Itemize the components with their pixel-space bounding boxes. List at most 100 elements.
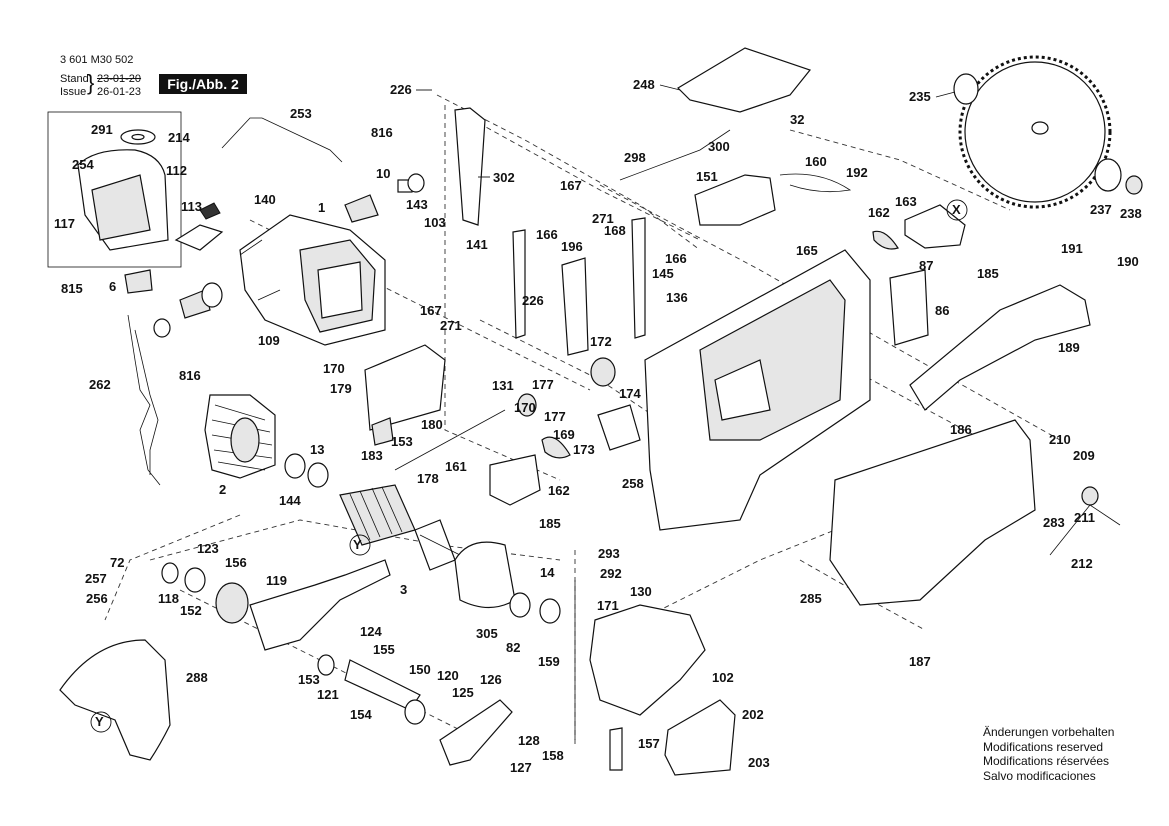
callout: 170 — [323, 361, 345, 376]
callout: 169 — [553, 427, 575, 442]
callout: 131 — [492, 378, 514, 393]
stand-label: Stand — [60, 73, 89, 85]
clamp-163 — [904, 204, 966, 249]
callout: Y — [95, 714, 104, 729]
issue-label: Issue — [60, 86, 87, 98]
saw-blade — [958, 55, 1112, 209]
blade-guard-186 — [829, 419, 1036, 606]
callout: 214 — [168, 130, 190, 145]
callout: 153 — [298, 672, 320, 687]
issue-date: 26-01-23 — [97, 86, 142, 98]
callout: 87 — [919, 258, 933, 273]
callout: 187 — [909, 654, 931, 669]
callout: 293 — [598, 546, 620, 561]
note-line: Salvo modificaciones — [983, 768, 1096, 783]
callout: 82 — [506, 640, 520, 655]
flange-237 — [1094, 158, 1122, 192]
armature — [339, 484, 511, 576]
gear-172 — [590, 357, 616, 387]
callout: 191 — [1061, 241, 1083, 256]
callout: 172 — [590, 334, 612, 349]
callout: 128 — [518, 733, 540, 748]
clamp-162-upper — [872, 230, 899, 250]
callout: 209 — [1073, 448, 1095, 463]
marker-circle — [90, 711, 112, 733]
callout: 168 — [604, 223, 626, 238]
callout: 141 — [466, 237, 488, 252]
sleeve-157 — [609, 727, 623, 771]
callout: 305 — [476, 626, 498, 641]
callout: 189 — [1058, 340, 1080, 355]
callout: 121 — [317, 687, 339, 702]
callout: 120 — [437, 668, 459, 683]
callout: Y — [353, 537, 362, 552]
lever-126 — [439, 699, 513, 766]
callout: 285 — [800, 591, 822, 606]
stand-date: 23-01-20 — [97, 73, 142, 85]
gear-housing-130 — [589, 604, 706, 716]
note-line: Modifications reserved — [983, 739, 1104, 754]
callout: 117 — [54, 216, 75, 231]
note-line: Änderungen vorbehalten — [983, 725, 1115, 739]
callout: 86 — [935, 303, 949, 318]
callout: 127 — [510, 760, 532, 775]
callout: 178 — [417, 471, 439, 486]
callout: 816 — [179, 368, 201, 383]
gear-131 — [517, 393, 537, 417]
callout: 165 — [796, 243, 818, 258]
callout: 196 — [561, 239, 583, 254]
rod-298 — [619, 129, 731, 181]
callout: 124 — [360, 624, 382, 639]
callout: 237 — [1090, 202, 1112, 217]
callout: 162 — [868, 205, 890, 220]
callout: 257 — [85, 571, 107, 586]
doc-number: 3 601 M30 502 — [60, 54, 134, 66]
callout: 152 — [180, 603, 202, 618]
callout: 271 — [440, 318, 462, 333]
callout: 14 — [540, 565, 555, 580]
ring-150 — [404, 699, 426, 725]
modification-notes: Änderungen vorbehalten Modifications res… — [983, 725, 1114, 783]
gear-156 — [215, 582, 249, 624]
bracket-179 — [364, 344, 446, 431]
block-161 — [489, 454, 541, 506]
guard-288 — [59, 639, 171, 761]
callout: 815 — [61, 281, 83, 296]
callout: 163 — [895, 194, 917, 209]
hose-clip-160 — [779, 173, 852, 193]
callout: 192 — [846, 165, 868, 180]
callout: 183 — [361, 448, 383, 463]
callout: 167 — [420, 303, 442, 318]
callout: 162 — [548, 483, 570, 498]
callout: 254 — [72, 157, 94, 172]
note-line: Modifications réservées — [983, 754, 1110, 768]
callout: 119 — [266, 573, 287, 588]
callout: X — [952, 202, 961, 217]
callout: 13 — [310, 442, 324, 457]
callout: 143 — [406, 197, 428, 212]
callout: 166 — [536, 227, 558, 242]
callout: 118 — [158, 591, 179, 606]
callout: 302 — [493, 170, 515, 185]
chute-189 — [909, 284, 1091, 411]
callout: 816 — [371, 125, 393, 140]
callout: 166 — [665, 251, 687, 266]
callout: 226 — [390, 82, 412, 97]
bearing-144 — [284, 453, 306, 479]
shaft-178 — [394, 409, 506, 471]
callout: 158 — [542, 748, 564, 763]
callout: 262 — [89, 377, 111, 392]
callout: 288 — [186, 670, 208, 685]
knob-211 — [1081, 486, 1099, 506]
callout: 203 — [748, 755, 770, 770]
motor-cover-kit-box — [47, 111, 224, 268]
callout: 109 — [258, 333, 280, 348]
callout: 212 — [1071, 556, 1093, 571]
fan-guide-305 — [454, 541, 516, 609]
callout-labels: 226 248 32 235 253 816 291 214 254 112 3… — [54, 77, 1142, 775]
callout: 185 — [539, 516, 561, 531]
callout: 3 — [400, 582, 407, 597]
bearing-14 — [539, 598, 561, 624]
